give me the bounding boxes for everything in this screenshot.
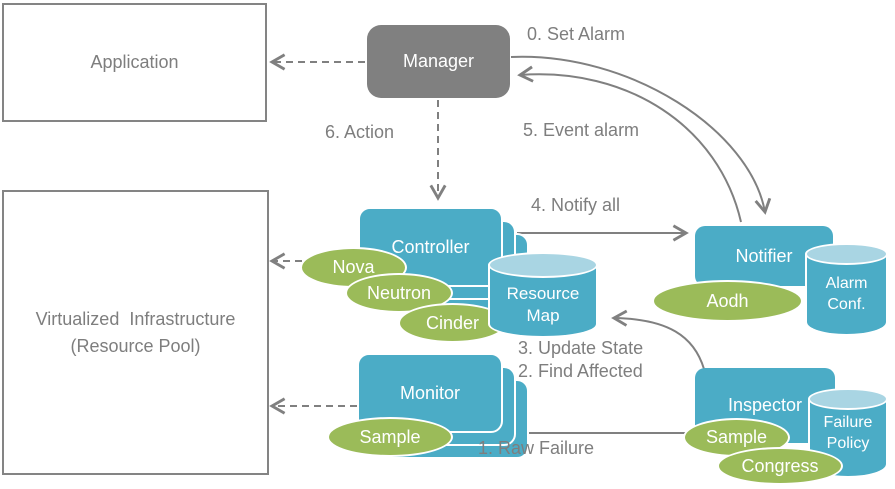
controller-label: Controller: [391, 236, 470, 257]
application-box: Application: [2, 3, 267, 122]
monitor-sample-plugin-ellipse: Sample: [327, 417, 453, 457]
inspector-sample-plugin-ellipse: Sample: [683, 418, 790, 457]
congress-plugin-ellipse: Congress: [717, 447, 843, 485]
failure-policy-cylinder-top: [808, 388, 888, 410]
virtualized-infrastructure-label: Virtualized Infrastructure (Resource Poo…: [36, 309, 236, 357]
monitor-sample-label: Sample: [359, 426, 421, 447]
resource-map-line1: Resource: [506, 283, 580, 303]
aodh-plugin-ellipse: Aodh: [652, 280, 803, 322]
manager-node: Manager: [367, 25, 510, 98]
alarm-conf-cylinder-body: [805, 254, 888, 336]
resource-map-cylinder-top: [488, 252, 598, 278]
flow-label-set-alarm: 0. Set Alarm: [527, 24, 626, 44]
resource-map-line2: Map: [526, 306, 560, 325]
virtualized-infrastructure-box: Virtualized Infrastructure (Resource Poo…: [2, 190, 269, 475]
arrow-set-alarm: [510, 55, 772, 215]
nova-plugin-ellipse: Nova: [300, 247, 407, 288]
failure-policy-line1: Failure: [823, 414, 873, 432]
inspector-sample-label: Sample: [705, 427, 768, 447]
resource-map-cylinder: Resource Map: [488, 252, 598, 338]
virtualized-infrastructure-line2: (Resource Pool): [70, 335, 201, 356]
resource-map-label: Resource Map: [488, 276, 598, 334]
inspector-label: Inspector: [727, 395, 803, 415]
flow-label-find-affected: 2. Find Affected: [518, 361, 643, 381]
aodh-label: Aodh: [706, 290, 749, 311]
alarm-conf-cylinder: Alarm Conf.: [805, 243, 888, 336]
manager-label: Manager: [402, 51, 475, 71]
monitor-node: Monitor: [357, 353, 503, 433]
congress-label: Congress: [741, 455, 819, 476]
cinder-label: Cinder: [425, 312, 480, 333]
neutron-label: Neutron: [366, 282, 432, 303]
alarm-conf-line2: Conf.: [827, 295, 866, 313]
failure-policy-line2: Policy: [826, 435, 870, 452]
virtualized-infrastructure-line1: Virtualized Infrastructure: [35, 308, 236, 329]
notifier-label: Notifier: [735, 245, 793, 266]
flow-label-notify-all: 4. Notify all: [531, 195, 621, 215]
arrow-update-state: [611, 309, 705, 370]
alarm-conf-cylinder-top: [805, 243, 888, 265]
flow-label-event-alarm: 5. Event alarm: [523, 120, 640, 140]
flow-label-action: 6. Action: [325, 122, 395, 142]
flow-label-update-state: 3. Update State: [518, 338, 644, 358]
arrow-event-alarm: [517, 65, 742, 223]
application-label: Application: [90, 52, 179, 72]
nova-label: Nova: [332, 257, 375, 277]
alarm-conf-line1: Alarm: [825, 274, 868, 292]
alarm-conf-label: Alarm Conf.: [805, 261, 888, 328]
flow-label-raw-failure: 1. Raw Failure: [478, 438, 595, 458]
failure-policy-label: Failure Policy: [808, 404, 888, 464]
monitor-label: Monitor: [399, 382, 461, 403]
